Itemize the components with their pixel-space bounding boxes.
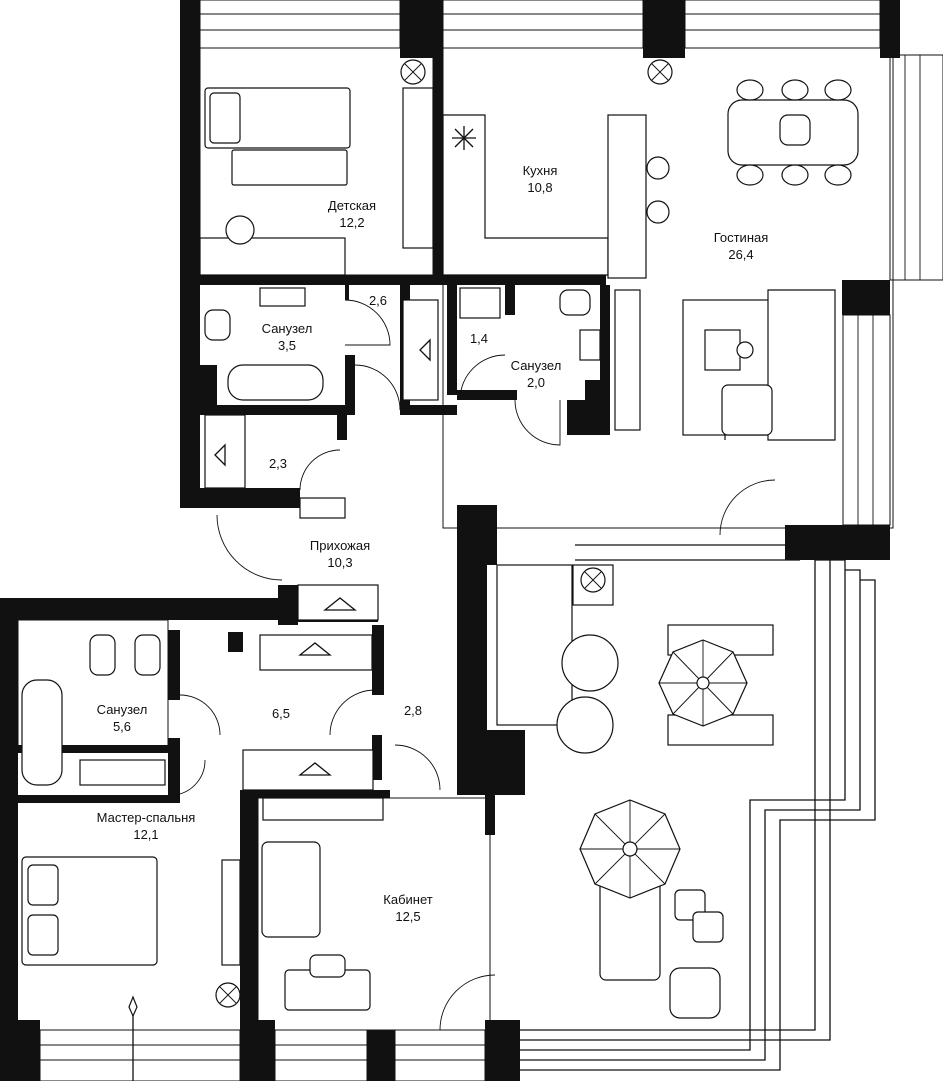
room-area: 2,0 bbox=[527, 375, 545, 390]
room-name: Санузел bbox=[97, 702, 148, 717]
umbrella-icon bbox=[658, 639, 748, 727]
room-area: 3,5 bbox=[278, 338, 296, 353]
compass-icon bbox=[128, 995, 138, 1081]
room-gostinaya: Гостиная 26,4 bbox=[714, 230, 769, 262]
room-name: Кухня bbox=[523, 163, 558, 178]
walls bbox=[0, 0, 900, 1081]
room-area: 5,6 bbox=[113, 719, 131, 734]
window-frames bbox=[39, 0, 943, 1081]
room-name: Прихожая bbox=[310, 538, 370, 553]
furniture bbox=[21, 79, 859, 1019]
hanger-icon bbox=[214, 338, 431, 776]
room-name: Санузел bbox=[262, 321, 313, 336]
snowflake-icon bbox=[452, 126, 476, 150]
room-hall-6-5: 6,5 bbox=[272, 706, 290, 721]
room-closet-2-3: 2,3 bbox=[269, 456, 287, 471]
room-prihozhaya: Прихожая 10,3 bbox=[310, 538, 370, 570]
room-kabinet: Кабинет 12,5 bbox=[383, 892, 432, 924]
plant-icon bbox=[215, 982, 241, 1008]
room-sanuzel-2: Санузел 2,0 bbox=[511, 358, 562, 390]
room-name: Детская bbox=[328, 198, 376, 213]
plant-icon bbox=[580, 567, 606, 593]
room-sanuzel-3: Санузел 5,6 bbox=[97, 702, 148, 734]
room-hall-2-8: 2,8 bbox=[404, 703, 422, 718]
room-hall-2-6: 2,6 bbox=[369, 293, 387, 308]
room-area: 2,3 bbox=[269, 456, 287, 471]
room-detskaya: Детская 12,2 bbox=[328, 198, 376, 230]
room-area: 12,2 bbox=[339, 215, 364, 230]
room-area: 10,3 bbox=[327, 555, 352, 570]
plant-icon bbox=[400, 59, 426, 85]
room-master: Мастер-спальня 12,1 bbox=[97, 810, 196, 842]
room-sanuzel-1: Санузел 3,5 bbox=[262, 321, 313, 353]
room-name: Мастер-спальня bbox=[97, 810, 196, 825]
room-area: 1,4 bbox=[470, 331, 488, 346]
room-area: 12,1 bbox=[133, 827, 158, 842]
plant-icon bbox=[647, 59, 673, 85]
room-name: Санузел bbox=[511, 358, 562, 373]
room-area: 2,6 bbox=[369, 293, 387, 308]
room-area: 12,5 bbox=[395, 909, 420, 924]
room-name: Кабинет bbox=[383, 892, 432, 907]
room-closet-1-4: 1,4 bbox=[470, 331, 488, 346]
doors bbox=[174, 299, 776, 1031]
room-area: 10,8 bbox=[527, 180, 552, 195]
room-area: 6,5 bbox=[272, 706, 290, 721]
room-area: 2,8 bbox=[404, 703, 422, 718]
room-area: 26,4 bbox=[728, 247, 753, 262]
room-kuhnya: Кухня 10,8 bbox=[523, 163, 558, 195]
umbrella-icon bbox=[579, 799, 681, 899]
room-name: Гостиная bbox=[714, 230, 769, 245]
